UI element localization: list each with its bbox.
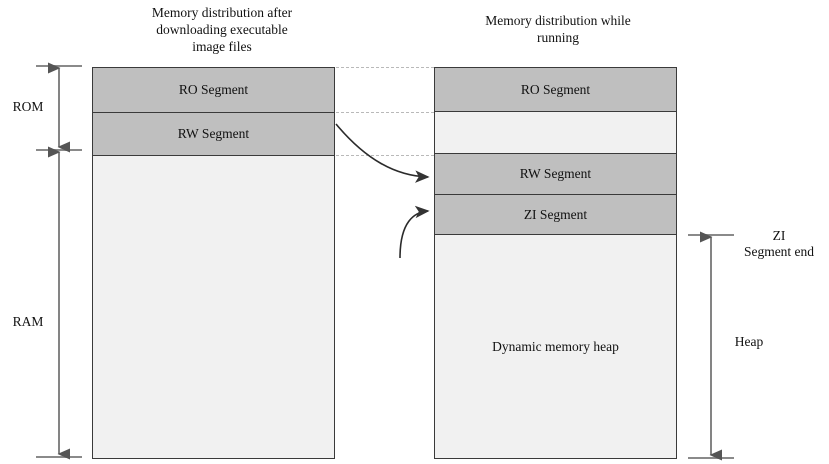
segment-label: Dynamic memory heap	[492, 338, 619, 354]
segment-ro-right: RO Segment	[435, 68, 676, 112]
segment-free-left	[93, 156, 334, 458]
rw-relocation-arrow	[335, 123, 430, 183]
segment-zi-right: ZI Segment	[435, 195, 676, 235]
tick-ram-bottom	[36, 456, 82, 458]
dimension-label-ram: RAM	[12, 314, 44, 329]
segment-heap-right: Dynamic memory heap	[435, 235, 676, 458]
guide-line-top	[336, 67, 434, 68]
segment-label: ZI Segment	[523, 206, 588, 222]
tick-zi-end	[688, 234, 734, 236]
segment-label: RO Segment	[178, 82, 249, 97]
tick-rom-bottom	[36, 149, 82, 151]
zi-creation-arrow	[399, 205, 430, 259]
segment-label: RW Segment	[519, 166, 592, 181]
guide-line-rw-boundary	[336, 155, 434, 156]
panel-title-after-download: Memory distribution after downloading ex…	[151, 5, 293, 54]
dimension-label-heap: Heap	[734, 334, 764, 349]
segment-label: RW Segment	[177, 126, 250, 141]
tick-heap-bottom	[688, 457, 734, 459]
segment-label: RO Segment	[520, 81, 591, 97]
segment-rw-right: RW Segment	[435, 154, 676, 195]
guide-line-ro-boundary	[336, 112, 434, 113]
memory-box-while-running: RO Segment RW Segment ZI Segment Dynamic…	[434, 67, 677, 459]
tick-rom-top	[36, 65, 82, 67]
memory-box-after-download: RO Segment RW Segment	[92, 67, 335, 459]
panel-title-while-running: Memory distribution while running	[485, 13, 631, 45]
dimension-label-rom: ROM	[12, 99, 44, 114]
segment-rw-left: RW Segment	[93, 113, 334, 156]
dimension-label-zi-segment-end: ZI Segment end	[743, 228, 815, 259]
segment-ro-left: RO Segment	[93, 68, 334, 113]
segment-gap-right	[435, 112, 676, 154]
